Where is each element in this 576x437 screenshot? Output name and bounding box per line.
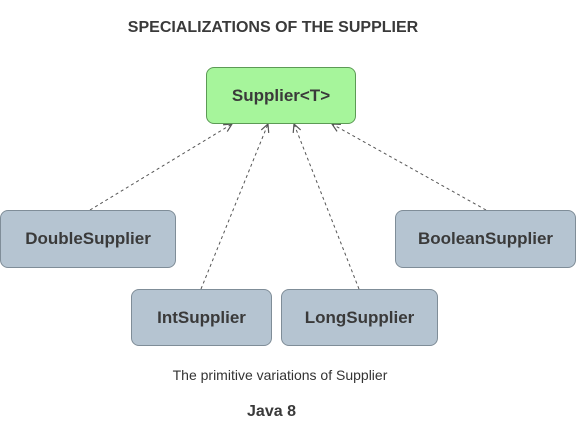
node-doublesupplier-label: DoubleSupplier: [25, 229, 151, 248]
node-booleansupplier-label: BooleanSupplier: [417, 229, 554, 248]
node-booleansupplier[interactable]: BooleanSupplier: [395, 210, 576, 268]
edge-longsupplier-to-supplier: [294, 124, 360, 290]
diagram-title: SPECIALIZATIONS OF THE SUPPLIER: [127, 19, 419, 36]
node-longsupplier[interactable]: LongSupplier: [281, 289, 438, 346]
node-longsupplier-label: LongSupplier: [304, 307, 415, 327]
diagram-footer: Java 8: [247, 403, 296, 420]
node-supplier[interactable]: Supplier<T>: [206, 67, 356, 124]
edge-doublesupplier-to-supplier: [89, 124, 232, 211]
node-intsupplier-label: IntSupplier: [157, 307, 246, 327]
edge-intsupplier-to-supplier: [200, 124, 268, 290]
diagram-caption: The primitive variations of Supplier: [172, 367, 388, 383]
edge-booleansupplier-to-supplier: [332, 124, 487, 211]
node-supplier-label: Supplier<T>: [231, 85, 331, 105]
node-doublesupplier[interactable]: DoubleSupplier: [0, 210, 176, 268]
node-intsupplier[interactable]: IntSupplier: [131, 289, 272, 346]
